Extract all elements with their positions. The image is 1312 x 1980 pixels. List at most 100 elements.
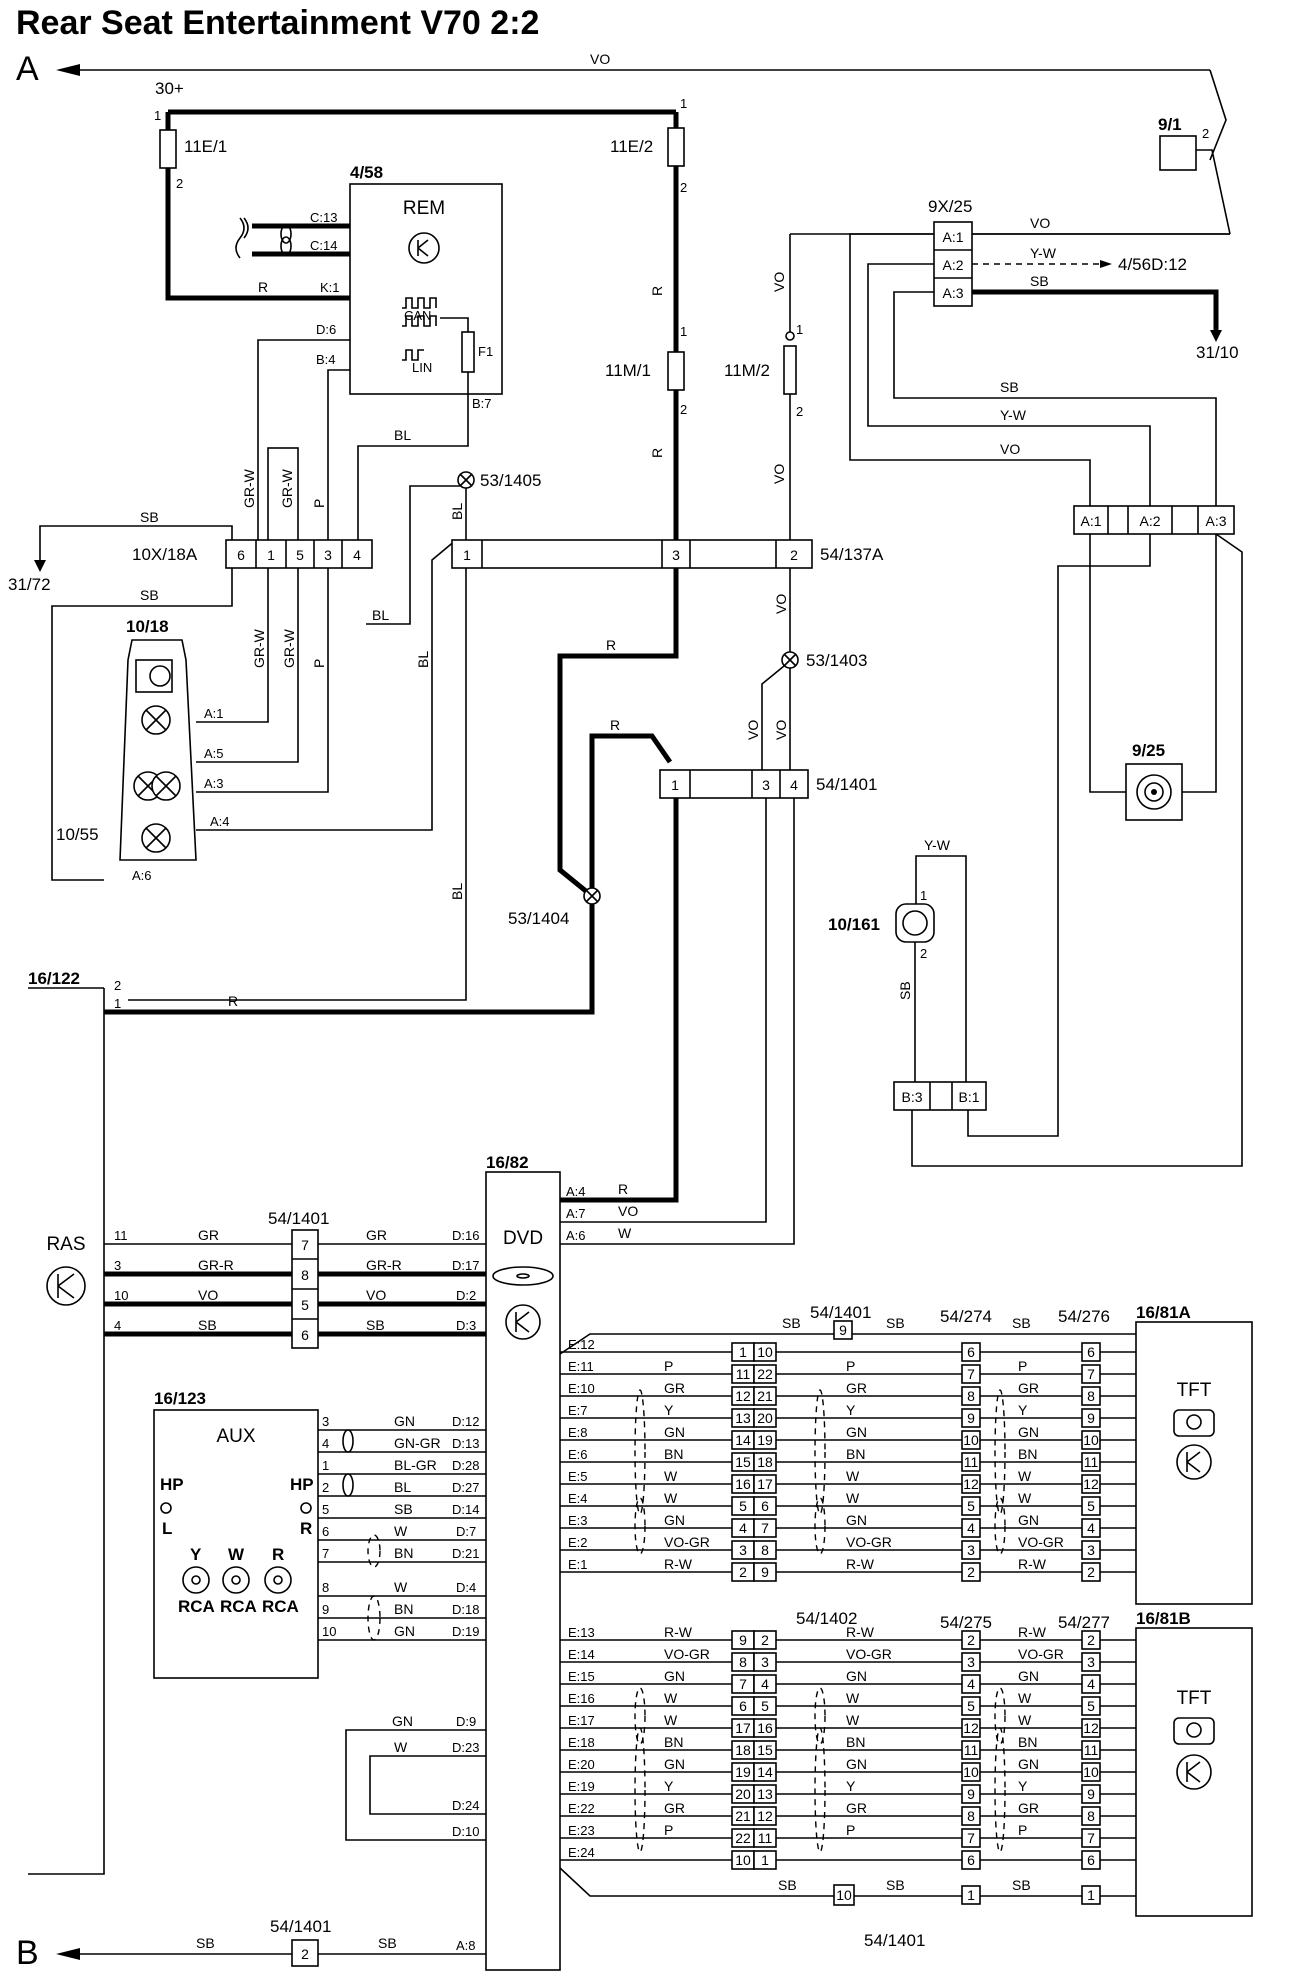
dvd-pin-label: E:1: [568, 1557, 588, 1572]
arrow-31-10-icon: [1210, 330, 1222, 342]
svg-text:D:21: D:21: [452, 1546, 479, 1561]
conn-9x25: [933, 221, 973, 307]
wire-label: GN: [664, 1424, 685, 1440]
connector-cell: [1081, 1828, 1101, 1848]
svg-text:BL: BL: [394, 1479, 411, 1495]
connector-pin: 11: [736, 1366, 751, 1382]
connector-pin: 7: [761, 1520, 769, 1536]
svg-text:2: 2: [920, 946, 927, 961]
wire-label: W: [846, 1468, 860, 1484]
svg-text:2: 2: [114, 978, 121, 993]
svg-text:VO: VO: [771, 272, 787, 292]
svg-text:2: 2: [790, 547, 798, 563]
connector-cell: [961, 1540, 981, 1560]
panel-10-18-id: 10/18: [126, 617, 169, 636]
tft-b-id: 16/81B: [1136, 1609, 1191, 1628]
wire-label: R-W: [1018, 1624, 1047, 1640]
fuse-11e1-label: 11E/1: [184, 137, 227, 156]
lamp-icon: [902, 910, 928, 936]
svg-text:Y-W: Y-W: [1000, 407, 1027, 423]
connector-cell: [1081, 1850, 1101, 1870]
svg-text:A:2: A:2: [942, 257, 963, 273]
connector-pin: 22: [735, 1830, 751, 1846]
panel-10-18: [119, 639, 197, 861]
connector-pin: 5: [761, 1698, 769, 1714]
connector-cell: [961, 1452, 981, 1472]
svg-text:D:6: D:6: [316, 322, 336, 337]
svg-text:R: R: [258, 279, 268, 295]
connector-cell: [753, 1562, 777, 1582]
svg-text:2: 2: [322, 1480, 329, 1495]
svg-text:RCA: RCA: [178, 1597, 215, 1616]
svg-text:2: 2: [680, 180, 687, 195]
connector-pin: 6: [761, 1498, 769, 1514]
wire-label: GR: [664, 1800, 685, 1816]
connector-cell: [753, 1806, 777, 1826]
conn-54-276: 54/276: [1058, 1307, 1110, 1326]
connector-pin: 9: [739, 1632, 747, 1648]
svg-text:SB: SB: [1000, 379, 1019, 395]
connector-pin: 7: [1087, 1830, 1095, 1846]
connector-pin: 16: [757, 1720, 773, 1736]
twisted-pair-icon: [634, 1727, 646, 1853]
tft-b-name: TFT: [1177, 1688, 1212, 1709]
twisted-pair-icon: [814, 1497, 826, 1555]
dvd-pin-label: E:20: [568, 1757, 595, 1772]
svg-text:D:23: D:23: [452, 1740, 479, 1755]
connector-cell: [1081, 1364, 1101, 1384]
dvd-pin-label: E:16: [568, 1691, 595, 1706]
svg-text:D:24: D:24: [452, 1798, 479, 1813]
connector-pin: 3: [967, 1654, 975, 1670]
antenna-9-25: [1125, 763, 1183, 821]
dvd-unit: [485, 1171, 561, 1971]
svg-text:D:7: D:7: [456, 1524, 476, 1539]
connector-cell: [753, 1630, 777, 1650]
svg-text:C:14: C:14: [310, 238, 337, 253]
svg-text:R: R: [610, 717, 620, 733]
wire-label: BN: [846, 1446, 865, 1462]
connector-cell: [753, 1364, 777, 1384]
svg-text:1: 1: [463, 547, 471, 563]
connector-pin: 20: [735, 1786, 751, 1802]
arrow-a-icon: [56, 64, 80, 76]
panel-10-55-label: 10/55: [56, 825, 99, 844]
svg-text:SB: SB: [782, 1315, 801, 1331]
connector-cell: [1081, 1718, 1101, 1738]
connector-cell: [961, 1474, 981, 1494]
connector-cell: [961, 1518, 981, 1538]
dvd-pin-label: E:7: [568, 1403, 588, 1418]
connector-cell: [1081, 1474, 1101, 1494]
svg-text:GN: GN: [394, 1623, 415, 1639]
svg-text:GR-R: GR-R: [198, 1257, 234, 1273]
svg-text:10: 10: [322, 1624, 336, 1639]
svg-text:C:13: C:13: [310, 210, 337, 225]
wire-label: VO-GR: [664, 1534, 710, 1550]
svg-text:BL: BL: [415, 651, 431, 668]
connector-cell: [753, 1828, 777, 1848]
svg-text:RCA: RCA: [220, 1597, 257, 1616]
twisted-pair-icon: [814, 1389, 826, 1515]
dvd-pin-label: E:19: [568, 1779, 595, 1794]
connector-cell: [1081, 1740, 1101, 1760]
connector-cell: [1081, 1674, 1101, 1694]
connector-pin: 6: [967, 1344, 975, 1360]
wire-label: VO-GR: [846, 1534, 892, 1550]
svg-text:SB: SB: [1012, 1315, 1031, 1331]
rem-id: 4/58: [350, 163, 383, 182]
svg-text:1: 1: [1087, 1887, 1095, 1903]
wire-9-1: [1209, 69, 1227, 161]
svg-text:D:12: D:12: [452, 1414, 479, 1429]
dvd-pin-label: E:11: [568, 1359, 594, 1374]
svg-text:11: 11: [114, 1228, 128, 1243]
connector-cell: [753, 1718, 777, 1738]
svg-text:D:9: D:9: [456, 1714, 476, 1729]
svg-text:D:18: D:18: [452, 1602, 479, 1617]
connector-cell: [961, 1740, 981, 1760]
conn-54-277: 54/277: [1058, 1613, 1110, 1632]
connector-cell: [753, 1518, 777, 1538]
wire-label: GR: [846, 1380, 867, 1396]
wire-label: GR: [1018, 1380, 1039, 1396]
svg-text:3: 3: [762, 777, 770, 793]
wire-label: BN: [664, 1734, 683, 1750]
svg-text:W: W: [394, 1739, 408, 1755]
